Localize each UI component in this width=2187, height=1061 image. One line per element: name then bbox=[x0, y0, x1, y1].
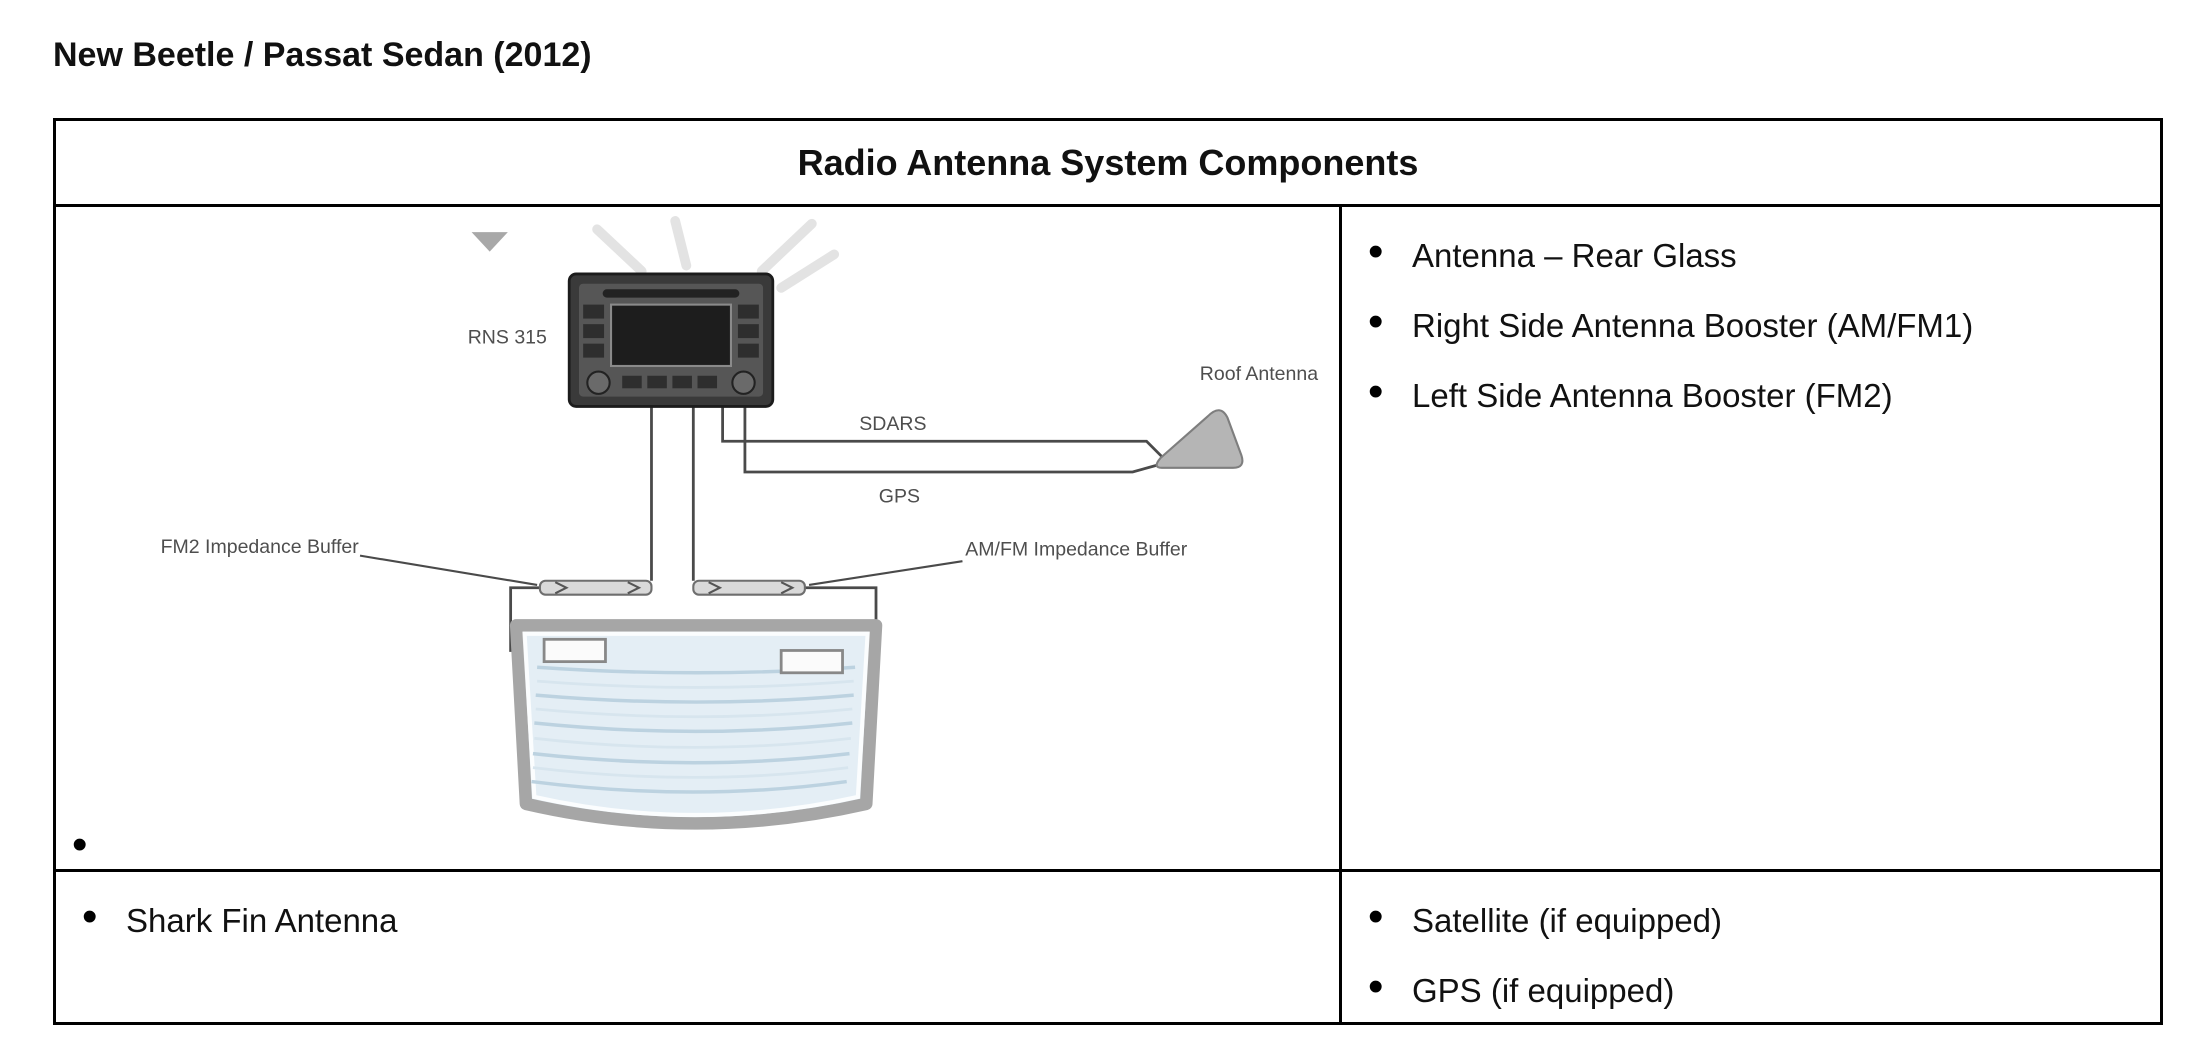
amfm-leader-line bbox=[808, 560, 963, 586]
list-item: Antenna – Rear Glass bbox=[1362, 229, 2150, 279]
radio-label: RNS 315 bbox=[468, 327, 547, 349]
satellite-gps-list: Satellite (if equipped) GPS (if equipped… bbox=[1342, 872, 2160, 1014]
radio-antenna-table: Radio Antenna System Components bbox=[53, 118, 2163, 1025]
fm2-impedance-buffer-label: FM2 Impedance Buffer bbox=[161, 536, 360, 558]
list-item: Left Side Antenna Booster (FM2) bbox=[1362, 369, 2150, 419]
list-item: Shark Fin Antenna bbox=[76, 894, 1329, 944]
glass-coupler-right bbox=[779, 649, 844, 675]
list-item: Satellite (if equipped) bbox=[1362, 894, 2150, 944]
radio-head-unit bbox=[567, 272, 775, 408]
list-item: Right Side Antenna Booster (AM/FM1) bbox=[1362, 299, 2150, 349]
components-cell: Antenna – Rear Glass Right Side Antenna … bbox=[1342, 207, 2160, 869]
components-list: Antenna – Rear Glass Right Side Antenna … bbox=[1342, 207, 2160, 419]
decorative-rays bbox=[592, 216, 840, 293]
satellite-gps-cell: Satellite (if equipped) GPS (if equipped… bbox=[1342, 872, 2160, 1022]
document-page: New Beetle / Passat Sedan (2012) Radio A… bbox=[0, 0, 2187, 1025]
empty-bullet: • bbox=[72, 820, 88, 869]
shark-fin-cell: Shark Fin Antenna bbox=[56, 872, 1342, 1022]
table-row-bottom: Shark Fin Antenna Satellite (if equipped… bbox=[56, 872, 2160, 1022]
pointer-triangle bbox=[471, 232, 508, 252]
fm2-leader-line bbox=[359, 554, 538, 586]
roof-antenna-label: Roof Antenna bbox=[1200, 363, 1318, 385]
glass-coupler-left bbox=[542, 637, 607, 664]
rear-glass bbox=[509, 619, 883, 830]
table-row-main: RNS 315 Roof Antenna SDARS GPS FM2 Imped… bbox=[56, 207, 2160, 872]
table-header: Radio Antenna System Components bbox=[56, 121, 2160, 207]
page-title: New Beetle / Passat Sedan (2012) bbox=[53, 36, 592, 74]
roof-antenna-fin bbox=[1155, 409, 1244, 469]
gps-label: GPS bbox=[879, 486, 920, 508]
list-item: GPS (if equipped) bbox=[1362, 964, 2150, 1014]
antenna-system-diagram: RNS 315 Roof Antenna SDARS GPS FM2 Imped… bbox=[161, 216, 1318, 830]
diagram-cell: RNS 315 Roof Antenna SDARS GPS FM2 Imped… bbox=[56, 207, 1342, 869]
sdars-label: SDARS bbox=[859, 413, 926, 435]
shark-fin-list: Shark Fin Antenna bbox=[56, 872, 1339, 944]
amfm-impedance-buffer-label: AM/FM Impedance Buffer bbox=[965, 539, 1187, 561]
impedance-buffer-connectors bbox=[538, 579, 806, 596]
